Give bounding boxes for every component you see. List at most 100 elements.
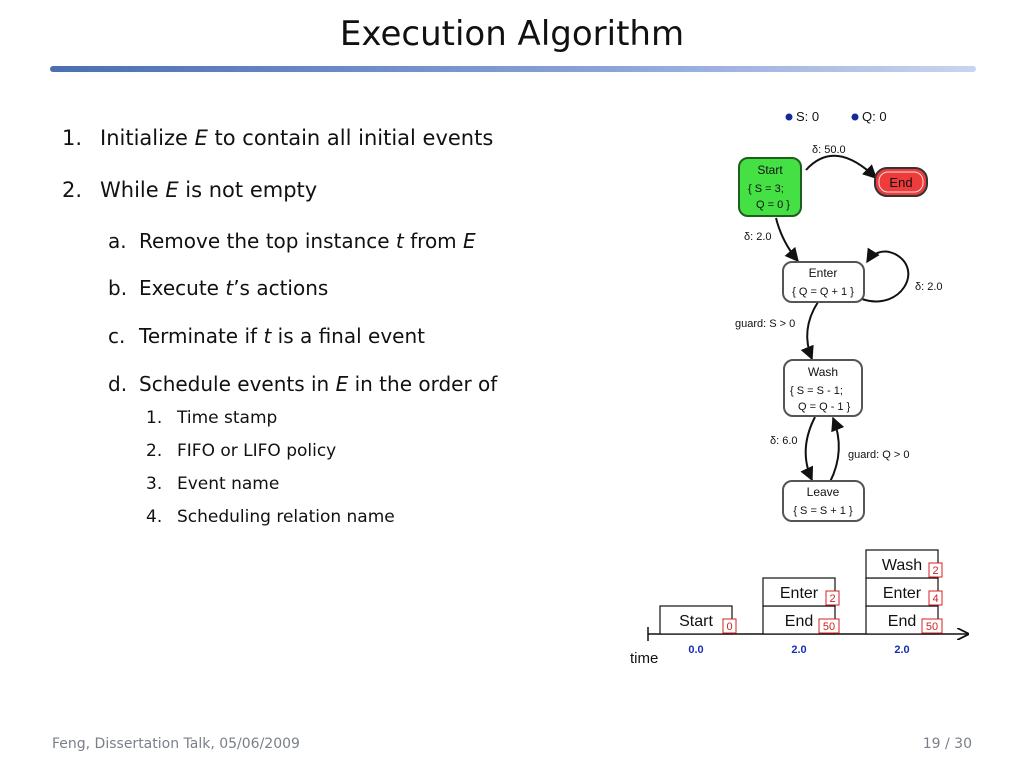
edge-label-enter-self: δ: 2.0 xyxy=(915,281,943,293)
order-number: 1. xyxy=(146,408,163,428)
queue-event-name: Enter xyxy=(780,585,819,602)
queue-priority-value: 50 xyxy=(926,621,938,633)
edge-enter-self xyxy=(861,247,910,303)
substep-b: b.Execute t’s actions xyxy=(108,276,328,300)
variable: t xyxy=(263,324,272,348)
variable: t xyxy=(395,229,404,253)
node-leave: Leave { S = S + 1 } xyxy=(782,480,865,522)
substep-letter: d. xyxy=(108,372,128,396)
step-text: to contain all initial events xyxy=(207,126,494,150)
edge-wash-leave xyxy=(800,416,816,482)
step-number: 1. xyxy=(62,126,83,150)
state-var-q: Q: 0 xyxy=(862,109,887,124)
edge-label-wash-leave: δ: 6.0 xyxy=(770,435,798,447)
node-leave-action: { S = S + 1 } xyxy=(793,505,853,517)
queue-event-name: End xyxy=(785,613,813,630)
substep-text: Execute xyxy=(139,276,226,300)
queue-event-box xyxy=(865,549,939,579)
node-wash: Wash { S = S - 1; Q = Q - 1 } xyxy=(783,359,863,417)
edge-label-leave-wash: guard: Q > 0 xyxy=(848,449,909,461)
edge-label-enter-wash: guard: S > 0 xyxy=(735,318,795,330)
node-wash-action: Q = Q - 1 } xyxy=(798,401,851,413)
time-axis-label: time xyxy=(630,650,658,667)
order-text: FIFO or LIFO policy xyxy=(177,441,337,461)
footer-citation: Feng, Dissertation Talk, 05/06/2009 xyxy=(52,736,300,752)
variable: E xyxy=(335,372,349,396)
node-enter-action: { Q = Q + 1 } xyxy=(792,286,854,298)
title-divider xyxy=(50,66,976,72)
substep-text: is a final event xyxy=(271,324,425,348)
order-text: Event name xyxy=(177,474,280,494)
substep-text: Terminate if xyxy=(139,324,264,348)
queue-time-label: 2.0 xyxy=(894,644,909,656)
order-item: 3. Event name xyxy=(146,474,279,494)
queue-event-name: End xyxy=(888,613,916,630)
queue-priority-tag xyxy=(928,590,943,606)
queue-event-name: Enter xyxy=(883,585,922,602)
substep-text: in the order of xyxy=(348,372,498,396)
substep-letter: c. xyxy=(108,324,126,348)
timeline-column: End 50 Enter 2 2.0 xyxy=(762,577,840,656)
queue-event-box xyxy=(762,577,836,607)
node-start: Start { S = 3; Q = 0 } xyxy=(738,157,802,217)
step-text: Initialize xyxy=(100,126,195,150)
node-start-action: Q = 0 } xyxy=(756,199,790,211)
substep-c: c. Terminate if t is a final event xyxy=(108,324,425,348)
queue-priority-tag xyxy=(928,562,943,578)
slide-title: Execution Algorithm xyxy=(339,14,685,54)
queue-event-name: Start xyxy=(679,613,713,630)
substep-d: d. Schedule events in E in the order of xyxy=(108,372,497,396)
state-dot-icon xyxy=(785,113,793,121)
event-graph: S: 0 Q: 0 δ: 50.0 δ: 2.0 δ: 2.0 guard: S… xyxy=(735,109,943,522)
edge-leave-wash xyxy=(829,416,845,483)
edge-label-start-end: δ: 50.0 xyxy=(812,144,846,156)
order-text: Scheduling relation name xyxy=(177,507,395,527)
variable: E xyxy=(194,126,208,150)
queue-priority-value: 4 xyxy=(932,593,938,605)
state-var-s: S: 0 xyxy=(796,109,819,124)
queue-priority-value: 2 xyxy=(829,593,835,605)
variable: E xyxy=(463,229,476,253)
node-leave-name: Leave xyxy=(807,485,840,499)
substep-letter: a. xyxy=(108,229,127,253)
queue-priority-tag xyxy=(825,590,840,606)
order-number: 2. xyxy=(146,441,163,461)
order-text: Time stamp xyxy=(177,408,278,428)
node-end-name: End xyxy=(889,175,912,190)
substep-a: a. Remove the top instance t from E xyxy=(108,229,476,253)
substep-letter: b. xyxy=(108,276,128,300)
substep-text: from xyxy=(403,229,464,253)
node-end: End xyxy=(874,167,928,197)
order-item: 4. Scheduling relation name xyxy=(146,507,395,527)
queue-event-name: Wash xyxy=(882,557,922,574)
queue-time-label: 2.0 xyxy=(791,644,806,656)
substep-text: Schedule events in xyxy=(139,372,336,396)
node-wash-name: Wash xyxy=(808,365,838,379)
queue-priority-value: 0 xyxy=(726,621,732,633)
order-number: 3. xyxy=(146,474,163,494)
step-number: 2. xyxy=(62,178,83,202)
order-number: 4. xyxy=(146,507,163,527)
step-2: 2.While E is not empty xyxy=(62,178,317,202)
node-start-name: Start xyxy=(757,163,783,177)
queue-priority-tag xyxy=(818,618,840,634)
node-enter-name: Enter xyxy=(809,266,838,280)
substep-text: Remove the top instance xyxy=(139,229,396,253)
step-1: 1. Initialize E to contain all initial ev… xyxy=(62,126,493,150)
page-number: 19 / 30 xyxy=(922,736,972,752)
order-item: 1. Time stamp xyxy=(146,408,277,428)
timeline-column: End 50 Enter 4 Wash 2 2.0 xyxy=(865,549,943,656)
state-dot-icon xyxy=(851,113,859,121)
queue-priority-value: 2 xyxy=(932,565,938,577)
order-item: 2. FIFO or LIFO policy xyxy=(146,441,336,461)
step-text: is not empty xyxy=(178,178,318,202)
node-start-action: { S = 3; xyxy=(748,183,784,195)
queue-priority-value: 50 xyxy=(823,621,835,633)
edge-start-enter xyxy=(775,217,799,263)
queue-priority-tag xyxy=(722,618,737,634)
queue-priority-tag xyxy=(921,618,943,634)
edge-enter-wash xyxy=(800,301,819,361)
